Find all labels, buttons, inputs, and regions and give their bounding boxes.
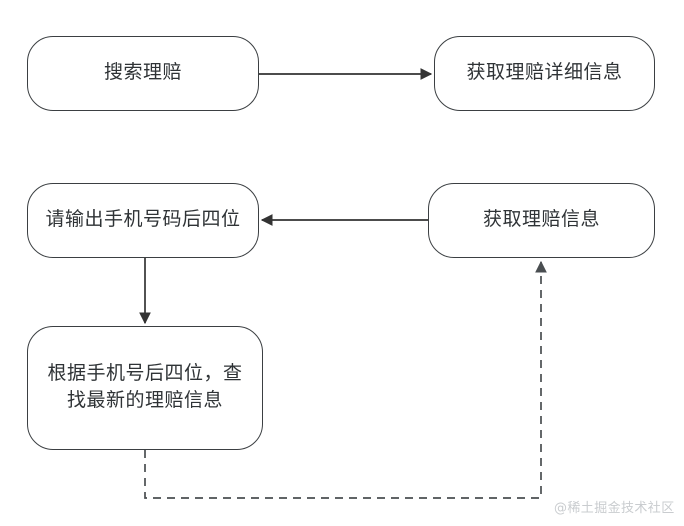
node-claim-detail-label: 获取理赔详细信息 <box>466 62 623 84</box>
node-search-claim[interactable]: 搜索理赔 <box>27 36 259 111</box>
node-claim-detail[interactable]: 获取理赔详细信息 <box>434 36 655 111</box>
node-claim-info-label: 获取理赔信息 <box>482 209 600 231</box>
node-query-latest-label: 根据手机号后四位，查找最新的理赔信息 <box>47 363 243 411</box>
node-claim-info[interactable]: 获取理赔信息 <box>428 183 655 258</box>
node-search-claim-label: 搜索理赔 <box>103 62 182 84</box>
watermark: @稀土掘金技术社区 <box>554 501 675 516</box>
node-input-phone[interactable]: 请输出手机号码后四位 <box>27 183 259 258</box>
node-input-phone-label: 请输出手机号码后四位 <box>45 209 241 231</box>
node-query-latest[interactable]: 根据手机号后四位，查找最新的理赔信息 <box>27 326 263 450</box>
